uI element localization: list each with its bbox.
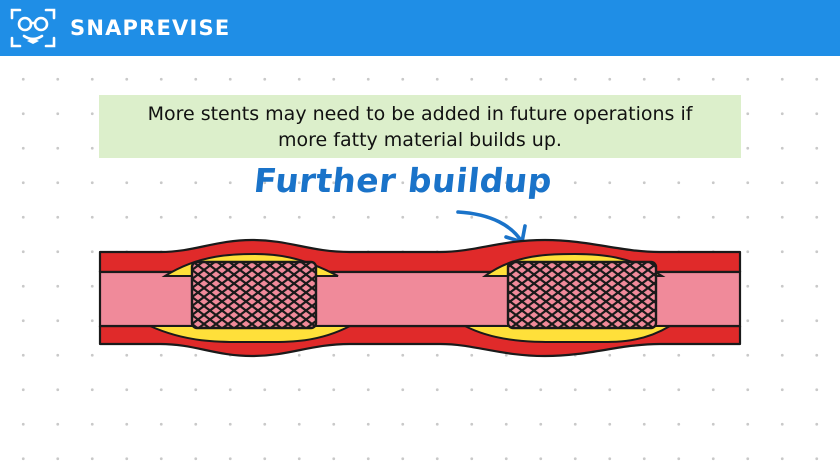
caption-line-1: More stents may need to be added in futu… [147, 102, 693, 125]
caption-line-2: more fatty material builds up. [278, 128, 562, 151]
curved-arrow-icon [456, 210, 527, 244]
fatty-deposit-bottom-left [149, 325, 351, 344]
mesh-stent-icon [190, 260, 318, 330]
header-bar: SNAPREVISE [0, 0, 840, 56]
mesh-stent-icon [506, 260, 658, 330]
caption-box: More stents may need to be added in futu… [99, 95, 741, 158]
fatty-deposit-bottom-right [464, 325, 674, 344]
brand-name: SNAPREVISE [70, 16, 231, 40]
glasses-face-icon [10, 8, 56, 48]
